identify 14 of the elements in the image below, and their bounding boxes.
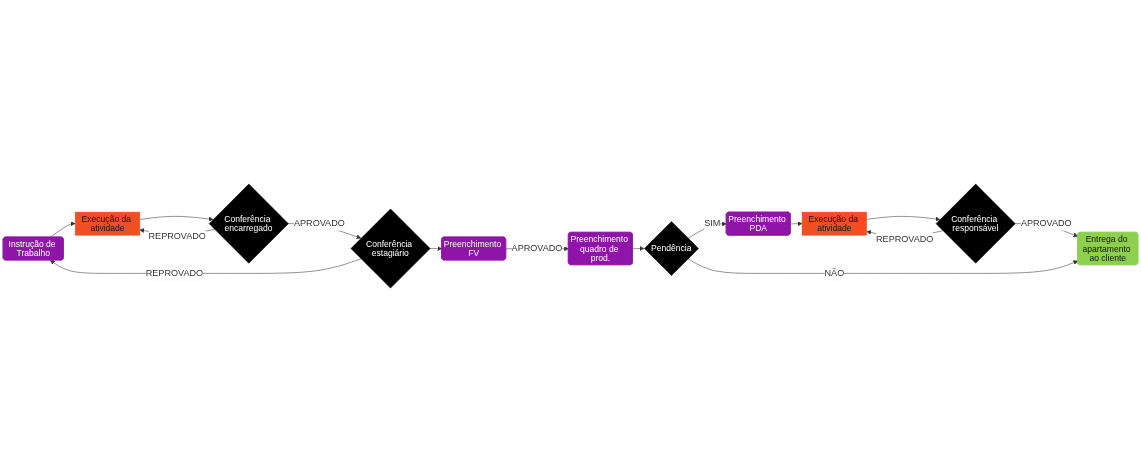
edge-label: APROVADO [511, 243, 563, 254]
node-box: Execução da atividade [801, 211, 867, 236]
edge-label: NÃO [824, 268, 845, 279]
node-diamond: Conferência encarregado [208, 183, 289, 264]
node-diamond: Pendência [644, 221, 699, 276]
node-diamond: Conferência estagiário [350, 208, 431, 289]
node-diamond: Conferência responsável [935, 183, 1016, 264]
edge-label: APROVADO [294, 218, 345, 229]
edge-label: REPROVADO [145, 268, 204, 279]
edge-label: REPROVADO [876, 233, 934, 244]
node-box: Execução da atividade [74, 211, 141, 236]
edge-label: REPROVADO [148, 230, 206, 241]
edge-label: SIM [704, 218, 721, 229]
edge-label: APROVADO [1020, 218, 1072, 229]
